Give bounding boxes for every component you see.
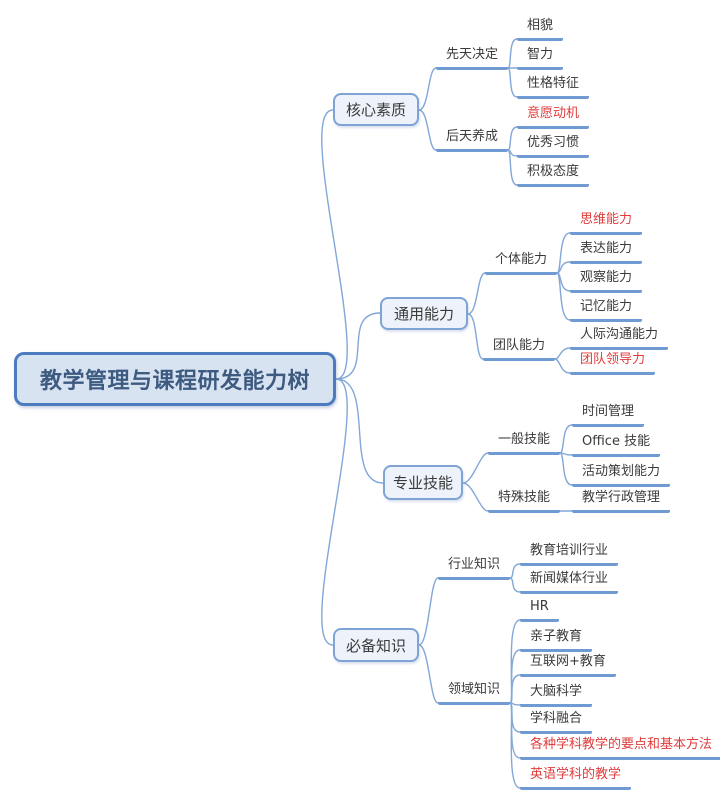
leaf-internet-plus-education[interactable]: 互联网+教育 xyxy=(520,654,616,677)
leaf-hr[interactable]: HR xyxy=(520,599,559,622)
branch-professional-skills[interactable]: 专业技能 xyxy=(383,465,463,500)
subbranch-general-skills[interactable]: 一般技能 xyxy=(488,432,561,455)
leaf-education-training-industry[interactable]: 教育培训行业 xyxy=(520,543,619,566)
leaf-expression-ability[interactable]: 表达能力 xyxy=(570,241,643,264)
subbranch-special-skills[interactable]: 特殊技能 xyxy=(488,490,561,513)
leaf-event-planning[interactable]: 活动策划能力 xyxy=(572,464,671,487)
leaf-subject-teaching-methods[interactable]: 各种学科教学的要点和基本方法 xyxy=(520,737,720,760)
root-topic[interactable]: 教学管理与课程研发能力树 xyxy=(14,352,336,406)
leaf-good-habits[interactable]: 优秀习惯 xyxy=(517,135,590,158)
leaf-teaching-administration[interactable]: 教学行政管理 xyxy=(572,490,671,513)
subbranch-domain-knowledge[interactable]: 领域知识 xyxy=(438,682,511,705)
leaf-observation-ability[interactable]: 观察能力 xyxy=(570,270,643,293)
leaf-team-leadership[interactable]: 团队领导力 xyxy=(570,352,656,375)
leaf-appearance[interactable]: 相貌 xyxy=(517,18,564,41)
leaf-time-management[interactable]: 时间管理 xyxy=(572,404,645,427)
subbranch-team-ability[interactable]: 团队能力 xyxy=(483,338,556,361)
subbranch-industry-knowledge[interactable]: 行业知识 xyxy=(438,557,511,580)
leaf-news-media-industry[interactable]: 新闻媒体行业 xyxy=(520,571,619,594)
leaf-personality-traits[interactable]: 性格特征 xyxy=(517,76,590,99)
leaf-interpersonal-communication[interactable]: 人际沟通能力 xyxy=(570,327,669,350)
subbranch-acquired[interactable]: 后天养成 xyxy=(436,129,509,152)
leaf-office-skills[interactable]: Office 技能 xyxy=(572,434,661,457)
leaf-subject-integration[interactable]: 学科融合 xyxy=(520,711,593,734)
leaf-english-subject-teaching[interactable]: 英语学科的教学 xyxy=(520,767,632,790)
branch-core-qualities[interactable]: 核心素质 xyxy=(333,93,419,126)
subbranch-innate[interactable]: 先天决定 xyxy=(436,47,509,70)
branch-essential-knowledge[interactable]: 必备知识 xyxy=(333,628,419,662)
leaf-memory-ability[interactable]: 记忆能力 xyxy=(570,299,643,322)
leaf-motivation[interactable]: 意愿动机 xyxy=(517,106,590,129)
branch-general-abilities[interactable]: 通用能力 xyxy=(380,297,468,330)
leaf-positive-attitude[interactable]: 积极态度 xyxy=(517,164,590,187)
leaf-intelligence[interactable]: 智力 xyxy=(517,47,564,70)
leaf-parent-child-education[interactable]: 亲子教育 xyxy=(520,629,593,652)
subbranch-individual-ability[interactable]: 个体能力 xyxy=(485,252,558,275)
leaf-thinking-ability[interactable]: 思维能力 xyxy=(570,212,643,235)
leaf-brain-science[interactable]: 大脑科学 xyxy=(520,684,593,707)
